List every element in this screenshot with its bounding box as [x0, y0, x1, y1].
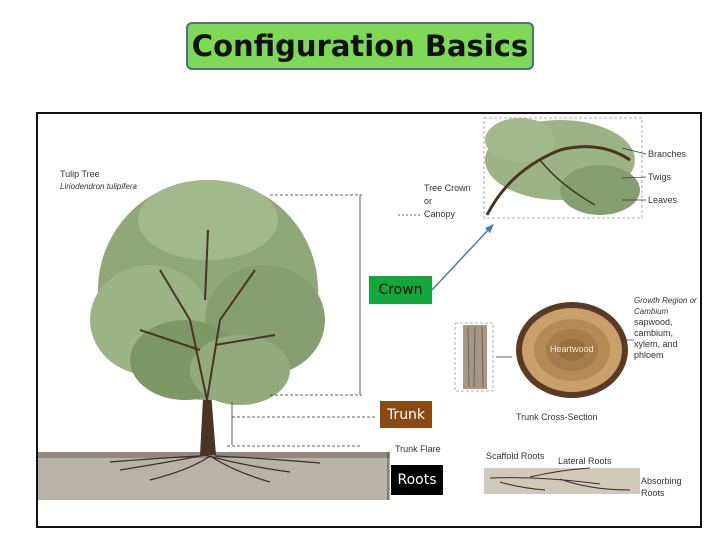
roots-label-text: Roots — [397, 472, 437, 488]
crown-inset — [483, 117, 643, 219]
cambium-text: Cambium — [634, 307, 669, 316]
sapwood-text: sapwood, — [634, 317, 673, 327]
scaffold-roots-text: Scaffold Roots — [486, 451, 545, 461]
tree-latin-text: Liriodendron tulipifera — [60, 182, 137, 191]
leaves-text: Leaves — [648, 195, 678, 205]
root-system — [109, 454, 321, 483]
soil-layer — [38, 452, 390, 500]
tree-name-text: Tulip Tree — [60, 169, 100, 179]
roots-inset-lines — [489, 467, 631, 491]
trunk-label: Trunk — [380, 401, 432, 428]
crown-label: Crown — [369, 276, 432, 304]
roots-label: Roots — [391, 465, 443, 495]
phloem-text: phloem — [634, 350, 664, 360]
dimension-lines — [227, 194, 422, 500]
trunk-label-text: Trunk — [386, 406, 426, 423]
crown-label-text: Crown — [378, 282, 423, 298]
tree-crown-text: Tree Crown — [424, 183, 471, 193]
title-box: Configuration Basics — [186, 22, 534, 70]
heartwood-text: Heartwood — [550, 344, 594, 354]
crown-branches — [139, 229, 276, 401]
growth-region-text: Growth Region or — [634, 296, 697, 305]
page-title: Configuration Basics — [191, 29, 529, 63]
canopy-text: Canopy — [424, 209, 456, 219]
or-text: or — [424, 196, 432, 206]
crown-arrow-line — [431, 227, 491, 291]
absorbing-text: Absorbing — [641, 476, 682, 486]
branches-text: Branches — [648, 149, 687, 159]
bark-texture — [467, 326, 484, 388]
absorbing-roots-text: Roots — [641, 488, 665, 498]
crown-inset-pointers — [621, 147, 647, 201]
trunk-flare-text: Trunk Flare — [395, 444, 441, 454]
lateral-roots-text: Lateral Roots — [558, 456, 612, 466]
tree-crown-foliage — [90, 180, 325, 405]
trunk-cross-section — [516, 302, 628, 398]
trunk-cross-section-text: Trunk Cross-Section — [516, 412, 598, 422]
xylem-text: xylem, and — [634, 339, 678, 349]
crown-arrow-head — [485, 224, 494, 233]
cambium2-text: cambium, — [634, 328, 673, 338]
twigs-text: Twigs — [648, 172, 672, 182]
